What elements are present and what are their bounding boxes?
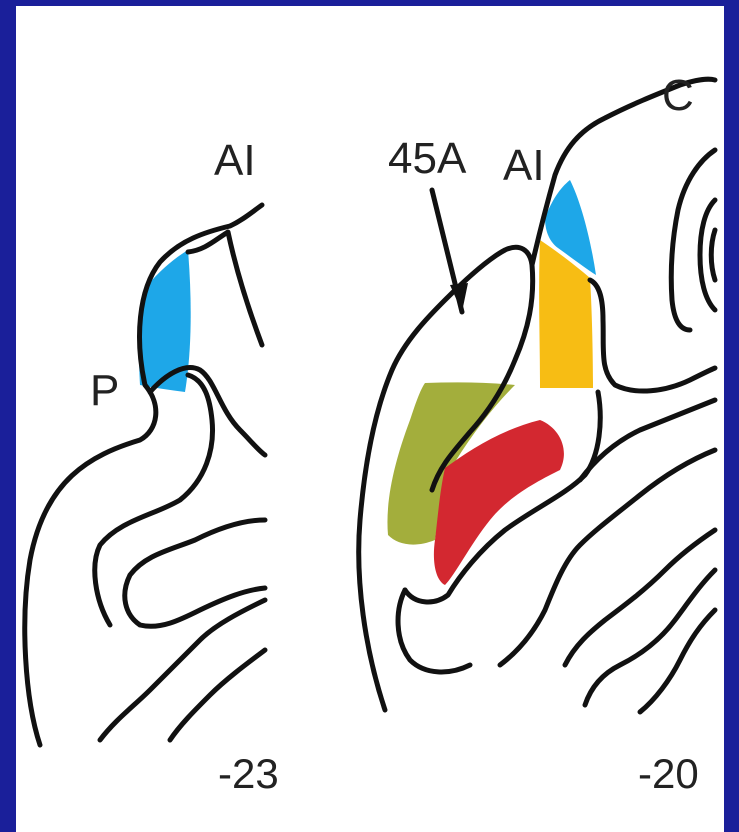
right-fold-c-3 (711, 230, 715, 280)
label-c: C (662, 71, 694, 120)
label-section-left: -23 (218, 750, 279, 797)
left-inner-contour (188, 232, 262, 345)
left-section: P AI -23 (25, 136, 279, 797)
left-fold-5 (170, 650, 265, 740)
label-p: P (90, 366, 119, 415)
label-ai-right: AI (503, 141, 545, 190)
label-45a: 45A (388, 134, 467, 183)
right-section: 45A AI C -20 (359, 71, 715, 797)
label-section-right: -20 (638, 750, 699, 797)
label-ai-left: AI (214, 136, 256, 185)
right-fold-low-4 (640, 610, 715, 712)
right-fold-mid (590, 280, 715, 391)
left-outer-contour (25, 205, 262, 745)
